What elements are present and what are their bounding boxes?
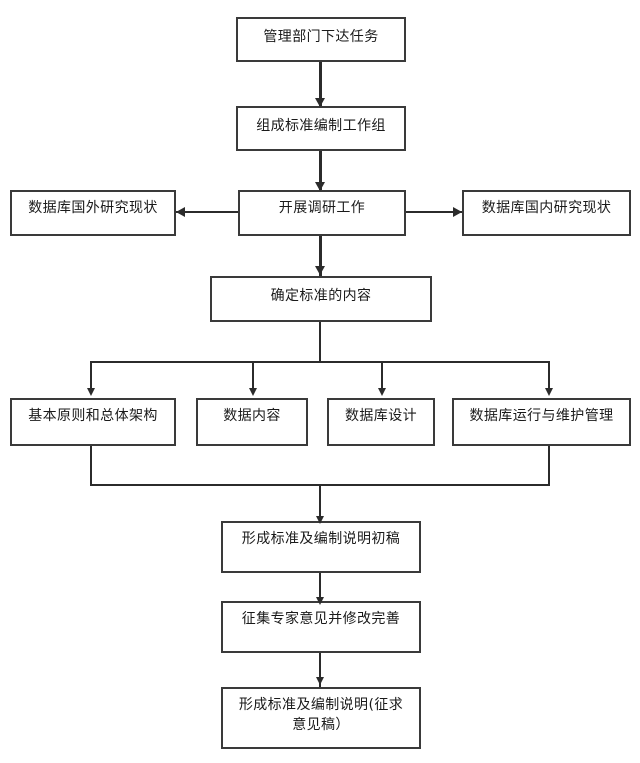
node-label: 数据库国外研究现状 xyxy=(28,200,158,216)
node-final-draft-for-comment[interactable]: 形成标准及编制说明(征求 意见稿） xyxy=(221,687,421,749)
node-management-assign-task[interactable]: 管理部门下达任务 xyxy=(236,17,406,62)
node-domestic-research-status[interactable]: 数据库国内研究现状 xyxy=(462,190,631,236)
connector-n4-n5 xyxy=(406,211,462,213)
connector-n2-n4 xyxy=(319,151,322,197)
node-label: 数据库国内研究现状 xyxy=(481,200,612,216)
arrowhead-bus-n8 xyxy=(249,388,257,396)
arrowhead-n4-n6 xyxy=(315,266,325,275)
node-conduct-research[interactable]: 开展调研工作 xyxy=(238,190,406,236)
node-label: 形成标准及编制说明初稿 xyxy=(241,531,401,547)
node-label: 数据库运行与维护管理 xyxy=(469,408,614,424)
connector-n4-n3 xyxy=(176,211,238,213)
arrowhead-merge-n11 xyxy=(316,516,324,524)
connector-n6-bus-stem xyxy=(319,322,321,363)
connector-merge-n11 xyxy=(319,484,321,521)
node-form-drafting-group[interactable]: 组成标准编制工作组 xyxy=(236,106,406,151)
connector-fanout-bus xyxy=(90,361,550,363)
arrowhead-n11-n12 xyxy=(316,597,324,605)
node-label: 数据内容 xyxy=(223,408,281,424)
node-label: 组成标准编制工作组 xyxy=(256,118,386,134)
node-label: 基本原则和总体架构 xyxy=(28,408,158,424)
node-operation-and-maintenance[interactable]: 数据库运行与维护管理 xyxy=(452,398,631,446)
connector-bus-n7 xyxy=(90,361,92,391)
connector-bus-n8 xyxy=(252,361,254,391)
connector-n11-n12 xyxy=(319,573,321,607)
arrowhead-n12-n13 xyxy=(316,677,324,685)
node-label: 管理部门下达任务 xyxy=(263,29,379,45)
arrowhead-n2-n4 xyxy=(315,182,325,191)
connector-bus-n9 xyxy=(381,361,383,391)
arrowhead-n4-n5 xyxy=(453,207,462,217)
node-principles-and-architecture[interactable]: 基本原则和总体架构 xyxy=(10,398,176,446)
arrowhead-n4-n3 xyxy=(176,207,185,217)
node-collect-expert-opinions[interactable]: 征集专家意见并修改完善 xyxy=(221,601,421,653)
arrowhead-bus-n7 xyxy=(87,388,95,396)
connector-n7-merge xyxy=(90,446,92,486)
connector-n4-n6 xyxy=(319,236,322,278)
node-label: 开展调研工作 xyxy=(278,200,366,216)
node-foreign-research-status[interactable]: 数据库国外研究现状 xyxy=(10,190,176,236)
connector-n10-merge xyxy=(548,446,550,486)
node-label: 形成标准及编制说明(征求 意见稿） xyxy=(238,697,404,734)
connector-bus-n10 xyxy=(548,361,550,391)
connector-n1-n2 xyxy=(319,62,322,106)
connector-n12-n13 xyxy=(319,653,321,687)
node-draft-standard-and-explanation[interactable]: 形成标准及编制说明初稿 xyxy=(221,521,421,573)
arrowhead-bus-n9 xyxy=(378,388,386,396)
node-data-content[interactable]: 数据内容 xyxy=(196,398,308,446)
arrowhead-n1-n2 xyxy=(315,98,325,107)
node-database-design[interactable]: 数据库设计 xyxy=(327,398,435,446)
node-label: 征集专家意见并修改完善 xyxy=(241,611,401,627)
node-label: 数据库设计 xyxy=(345,408,417,424)
arrowhead-bus-n10 xyxy=(545,388,553,396)
node-label: 确定标准的内容 xyxy=(270,288,372,304)
node-define-standard-content[interactable]: 确定标准的内容 xyxy=(210,276,432,322)
